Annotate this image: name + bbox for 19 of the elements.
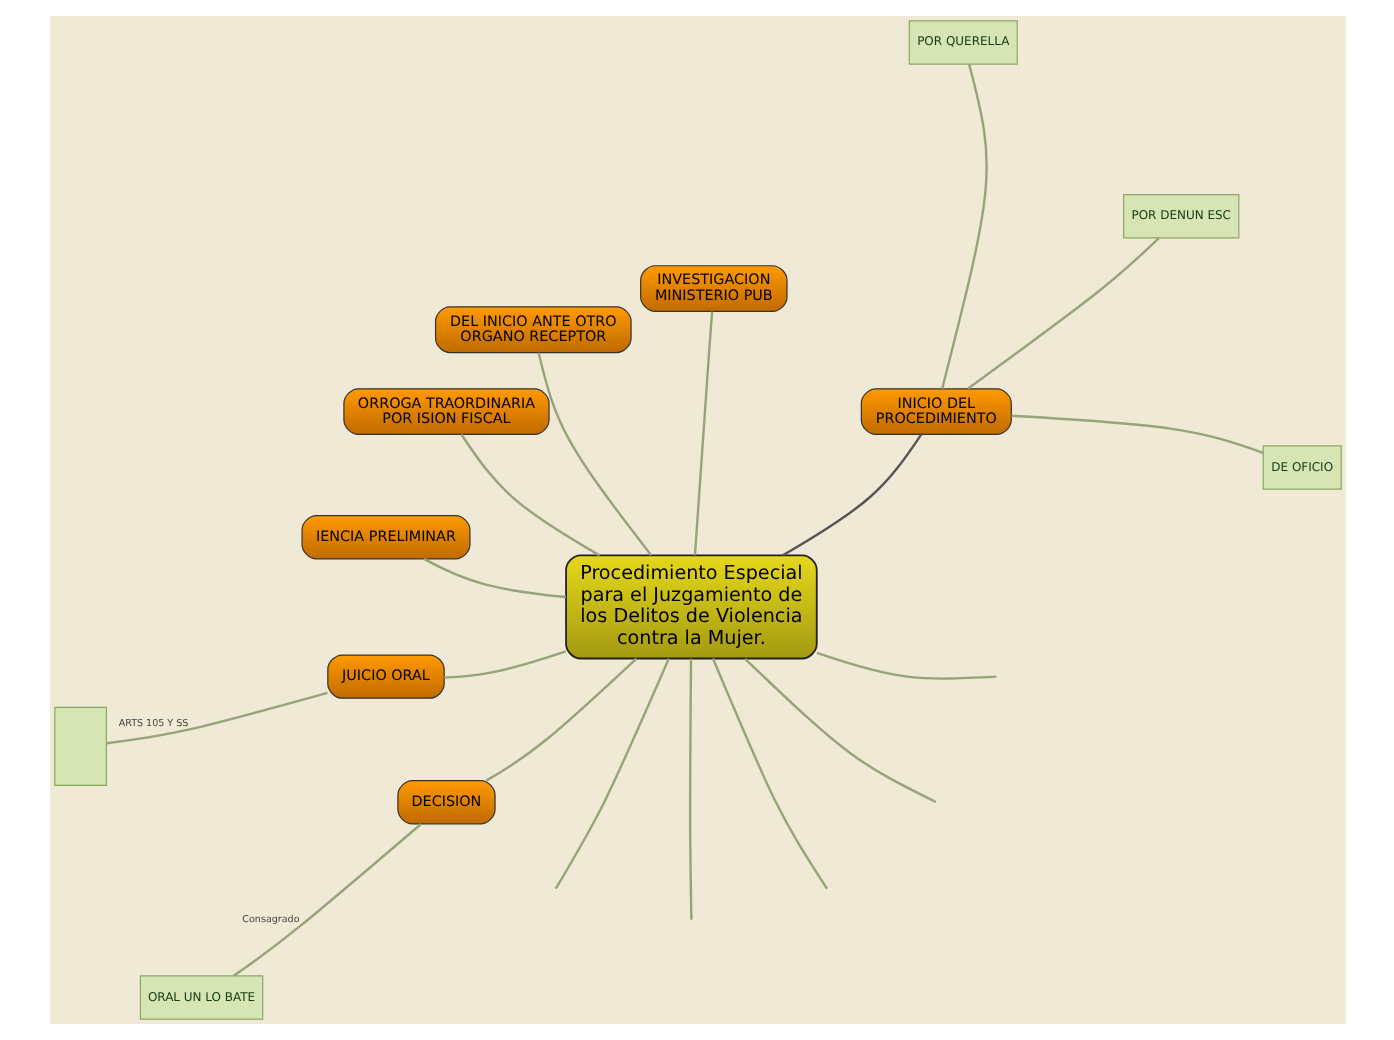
connector (536, 352, 652, 556)
connector (553, 658, 669, 890)
connector (459, 433, 600, 557)
connector (105, 691, 327, 745)
node-box (53, 706, 106, 786)
connector (743, 657, 936, 804)
connector (484, 657, 637, 782)
node-box: Procedimiento Especial para el Juzgamiento de los Delitos de Violencia contra la Mujer. (564, 554, 817, 660)
connector (443, 650, 566, 679)
connector (815, 651, 996, 680)
connector (422, 557, 565, 599)
connector (781, 433, 922, 557)
connector (710, 658, 828, 890)
connector (687, 658, 692, 920)
connector (1010, 414, 1263, 454)
connector (232, 823, 421, 977)
connector (966, 237, 1159, 390)
connector (692, 311, 713, 556)
connector (940, 63, 987, 390)
